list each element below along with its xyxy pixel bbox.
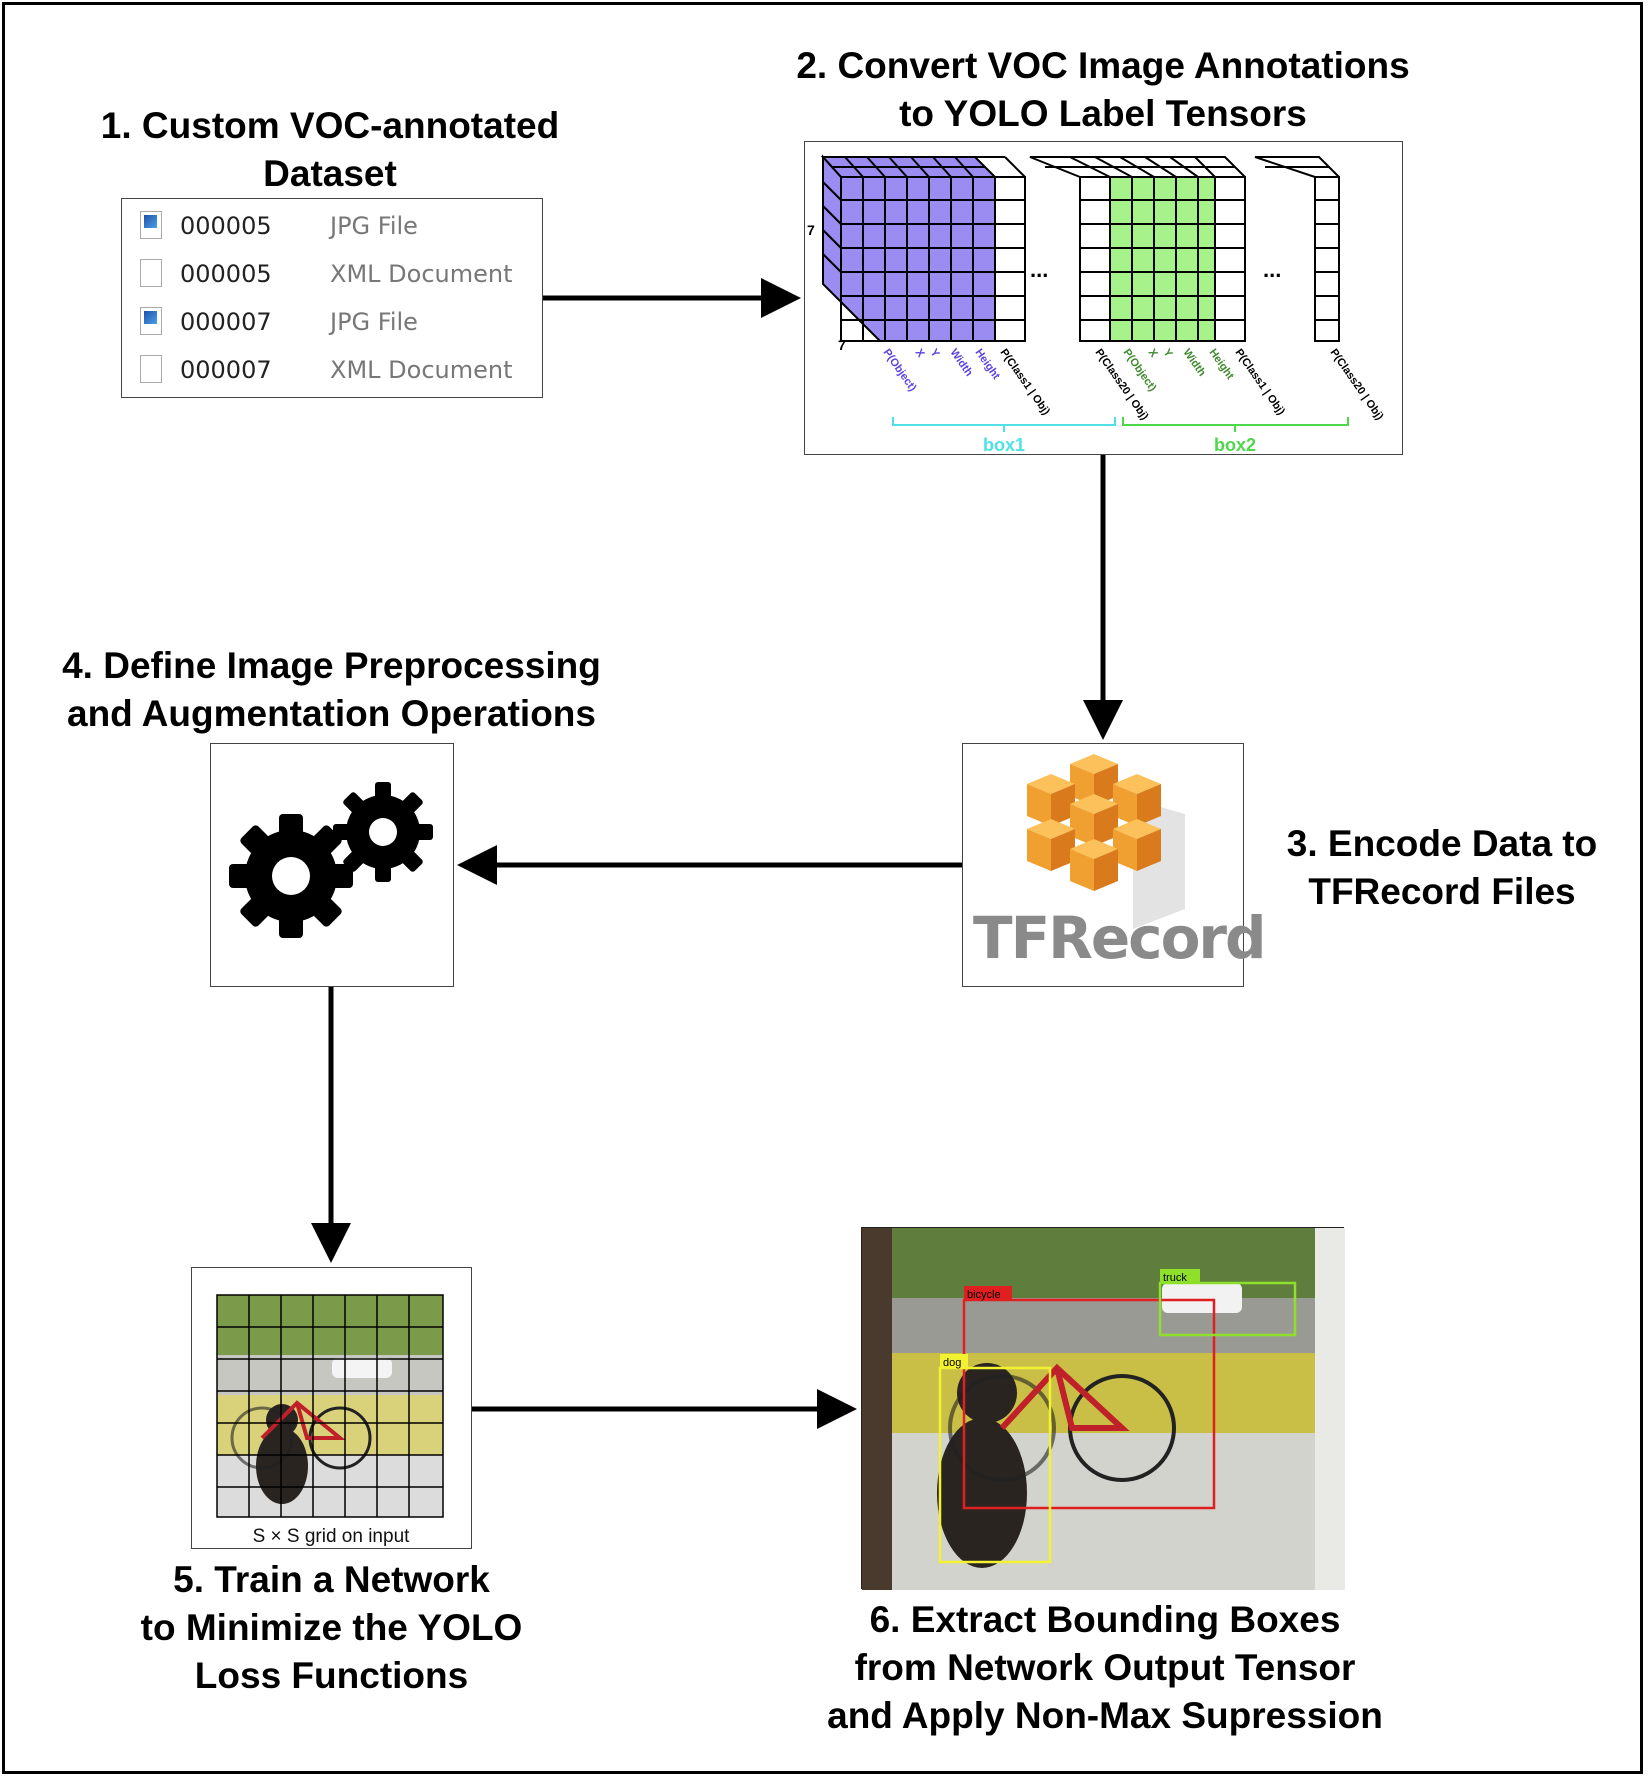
box2-channel-label: Height	[1207, 347, 1237, 382]
grid-input-image	[216, 1294, 444, 1518]
image-file-icon	[140, 307, 162, 335]
step-2-title-line-1: 2. Convert VOC Image Annotations	[796, 45, 1410, 86]
box1-channel-label: Y	[928, 347, 942, 360]
file-name: 000005	[180, 212, 272, 240]
step-6-title-line-1: 6. Extract Bounding Boxes	[869, 1599, 1341, 1640]
file-type: XML Document	[330, 260, 513, 288]
file-name: 000007	[180, 308, 272, 336]
step-3-title-line-2: TFRecord Files	[1308, 871, 1576, 912]
step-3-title-line-1: 3. Encode Data to	[1286, 823, 1598, 864]
step-6-title-line-2: from Network Output Tensor	[854, 1647, 1356, 1688]
grid-input-panel: S × S grid on input	[191, 1267, 472, 1549]
step-5-title-line-1: 5. Train a Network	[173, 1559, 490, 1600]
class-channel-label: P(Class1 | Obj)	[998, 347, 1053, 418]
step-1-title-line-2: Dataset	[263, 153, 397, 194]
dimension-label: 7	[838, 337, 846, 353]
dog-label-tag	[940, 1354, 968, 1369]
dimension-label: 7	[807, 222, 815, 238]
file-type: JPG File	[330, 308, 418, 336]
detection-panel: bicycle truck dog	[861, 1227, 1345, 1590]
ellipsis: ...	[1030, 257, 1048, 282]
file-type: XML Document	[330, 356, 513, 384]
step-4-title: 4. Define Image Preprocessing and Augmen…	[20, 642, 643, 738]
dog-bounding-box	[938, 1366, 1052, 1564]
document-file-icon	[140, 355, 162, 383]
step-3-title: 3. Encode Data to TFRecord Files	[1262, 820, 1622, 916]
step-4-title-line-1: 4. Define Image Preprocessing	[62, 645, 601, 686]
class-20-column	[1254, 156, 1340, 342]
box1-class-grid	[975, 156, 1026, 342]
truck-bounding-box	[1158, 1281, 1297, 1337]
step-2-title: 2. Convert VOC Image Annotations to YOLO…	[760, 42, 1446, 138]
file-list-panel: 000005 JPG File 000005 XML Document 0000…	[121, 198, 543, 398]
step-6-title-line-3: and Apply Non-Max Supression	[827, 1695, 1383, 1736]
box1-channel-label: Width	[948, 347, 975, 379]
stacked-cubes-icon	[1027, 754, 1185, 929]
channel-labels: P(Object) X Y Width Height P(Class1 | Ob…	[881, 347, 1386, 423]
box2-cube	[1029, 156, 1246, 342]
truck-label-tag	[1160, 1269, 1200, 1284]
step-6-title: 6. Extract Bounding Boxes from Network O…	[780, 1596, 1430, 1740]
box1-channel-label: Height	[973, 347, 1003, 382]
bicycle-label-tag	[964, 1286, 1012, 1301]
truck-label: truck	[1163, 1272, 1187, 1284]
file-type: JPG File	[330, 212, 418, 240]
step-4-title-line-2: and Augmentation Operations	[67, 693, 596, 734]
step-5-title: 5. Train a Network to Minimize the YOLO …	[90, 1556, 573, 1700]
box1-brace	[892, 417, 1116, 432]
box1-brace-label: box1	[983, 435, 1025, 455]
gears-icon	[229, 782, 433, 938]
step-2-title-line-2: to YOLO Label Tensors	[899, 93, 1307, 134]
file-name: 000005	[180, 260, 272, 288]
class-channel-label: P(Class20 | Obj)	[1328, 347, 1386, 423]
dog-label: dog	[943, 1357, 961, 1369]
step-5-title-line-3: Loss Functions	[194, 1655, 469, 1696]
tfrecord-panel: TFRecord	[962, 743, 1267, 987]
step-1-title-line-1: 1. Custom VOC-annotated	[100, 105, 560, 146]
bicycle-label: bicycle	[967, 1289, 1001, 1301]
yolo-tensor-illustration: ... ...	[807, 154, 1386, 455]
box2-channel-label: Width	[1181, 347, 1208, 379]
ellipsis: ...	[1263, 257, 1281, 282]
detection-image: bicycle truck dog	[862, 1228, 1345, 1590]
step-5-title-line-2: to Minimize the YOLO	[140, 1607, 523, 1648]
bicycle-bounding-box	[962, 1298, 1216, 1510]
tfrecord-logo-text: TFRecord	[973, 904, 1267, 972]
box2-channel-label: Y	[1161, 347, 1175, 360]
box1-channel-label: X	[913, 347, 927, 360]
grid-caption: S × S grid on input	[252, 1526, 410, 1547]
box2-brace	[1122, 417, 1349, 432]
box1-cube	[820, 154, 996, 342]
box2-channel-label: X	[1146, 347, 1160, 360]
document-file-icon	[140, 259, 162, 287]
step-1-title: 1. Custom VOC-annotated Dataset	[60, 102, 600, 198]
gears-panel	[210, 743, 454, 987]
image-file-icon	[140, 211, 162, 239]
file-name: 000007	[180, 356, 272, 384]
class-channel-label: P(Class20 | Obj)	[1093, 347, 1151, 423]
class-channel-label: P(Class1 | Obj)	[1233, 347, 1288, 418]
yolo-tensor-panel: ... ...	[804, 141, 1403, 455]
box2-brace-label: box2	[1214, 435, 1256, 455]
